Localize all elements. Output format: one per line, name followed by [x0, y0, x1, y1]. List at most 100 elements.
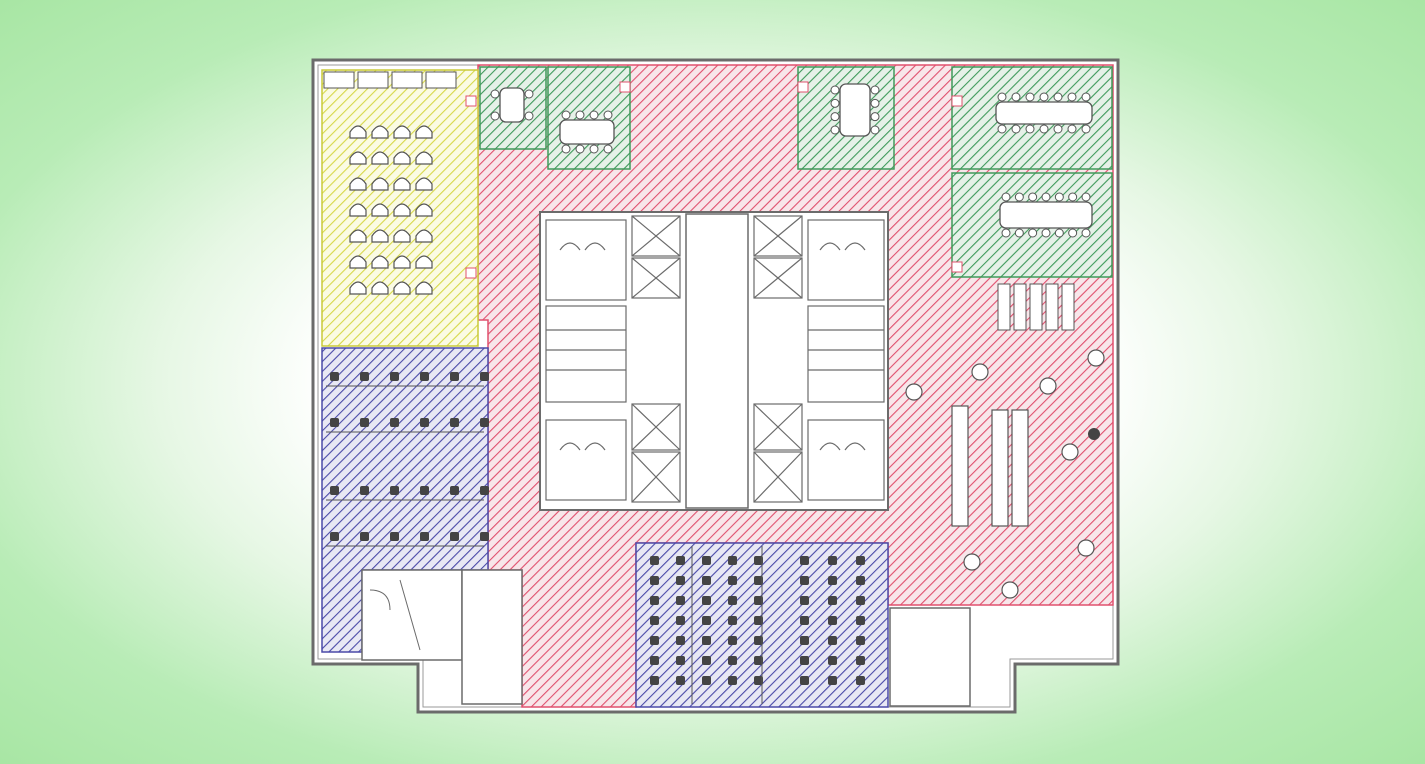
- workstation-chair: [330, 532, 339, 541]
- training-chair: [415, 203, 433, 217]
- meeting-chair: [1039, 124, 1049, 134]
- lounge-bench: [1011, 409, 1029, 527]
- workstation-chair: [650, 596, 659, 605]
- training-chair: [371, 281, 389, 295]
- workstation-chair: [360, 532, 369, 541]
- workstation-chair: [650, 616, 659, 625]
- elevator-bank: [631, 215, 803, 503]
- meeting-chair: [870, 112, 880, 122]
- workstation-chair: [754, 576, 763, 585]
- meeting-chair: [1001, 192, 1011, 202]
- meeting-chair: [1041, 192, 1051, 202]
- workstation-chair: [856, 576, 865, 585]
- training-chair: [415, 151, 433, 165]
- meeting-chair: [1025, 124, 1035, 134]
- workstation-chair: [754, 636, 763, 645]
- meeting-chair: [1039, 92, 1049, 102]
- training-chair: [393, 229, 411, 243]
- training-chair: [349, 203, 367, 217]
- meeting-chair: [1081, 124, 1091, 134]
- workstation-chair: [676, 616, 685, 625]
- meeting-chair: [997, 124, 1007, 134]
- lounge-seat: [1087, 349, 1105, 367]
- workstation-chair: [828, 576, 837, 585]
- meeting-chair: [1068, 192, 1078, 202]
- workstation-chair: [856, 656, 865, 665]
- workstation-chair: [450, 418, 459, 427]
- training-chair: [393, 255, 411, 269]
- column: [465, 267, 477, 279]
- workstation-chair: [330, 372, 339, 381]
- meeting-chair: [1053, 92, 1063, 102]
- workstation-chair: [390, 418, 399, 427]
- workstation-chair: [650, 676, 659, 685]
- cabinet: [357, 71, 389, 89]
- meeting-chair: [1067, 124, 1077, 134]
- meeting-chair: [1081, 192, 1091, 202]
- workstation-chair: [676, 576, 685, 585]
- meeting-chair: [997, 92, 1007, 102]
- workstation-chair: [754, 656, 763, 665]
- column: [951, 261, 963, 273]
- training-chair: [393, 177, 411, 191]
- workstation-chair: [856, 636, 865, 645]
- workstation-chair: [420, 418, 429, 427]
- workstation-chair: [420, 532, 429, 541]
- meeting-chair: [490, 89, 500, 99]
- workstation-chair: [360, 486, 369, 495]
- workstation-chair: [800, 636, 809, 645]
- meeting-table: [995, 101, 1093, 125]
- lounge-seat: [1001, 581, 1019, 599]
- workstation-chair: [856, 596, 865, 605]
- training-chair: [393, 151, 411, 165]
- workstation-chair: [728, 556, 737, 565]
- locker: [1045, 283, 1059, 331]
- training-chair: [415, 125, 433, 139]
- workstation-chair: [754, 556, 763, 565]
- lounge-seat: [971, 363, 989, 381]
- column: [797, 81, 809, 93]
- training-chair: [393, 281, 411, 295]
- workstation-chair: [330, 418, 339, 427]
- workstation-chair: [800, 656, 809, 665]
- training-chair: [349, 177, 367, 191]
- workstation-chair: [480, 418, 489, 427]
- workstation-chair: [330, 486, 339, 495]
- workstation-chair: [728, 676, 737, 685]
- workstation-chair: [754, 676, 763, 685]
- meeting-chair: [1068, 228, 1078, 238]
- meeting-chair: [830, 112, 840, 122]
- meeting-chair: [830, 125, 840, 135]
- cabinet: [391, 71, 423, 89]
- lounge-seat: [1061, 443, 1079, 461]
- training-chair: [415, 177, 433, 191]
- training-chair: [371, 203, 389, 217]
- workstation-chair: [480, 532, 489, 541]
- workstation-chair: [702, 556, 711, 565]
- workstation-chair: [828, 596, 837, 605]
- furniture-layer: [323, 71, 1105, 704]
- locker: [1013, 283, 1027, 331]
- workstation-chair: [390, 532, 399, 541]
- meeting-chair: [870, 125, 880, 135]
- column: [951, 95, 963, 107]
- workstation-chair: [450, 486, 459, 495]
- workstation-chair: [828, 676, 837, 685]
- cabinet: [425, 71, 457, 89]
- workstation-chair: [828, 556, 837, 565]
- workstation-chair: [728, 636, 737, 645]
- workstation-chair: [828, 616, 837, 625]
- meeting-chair: [524, 89, 534, 99]
- workstation-chair: [420, 372, 429, 381]
- training-chair: [371, 255, 389, 269]
- workstation-chair: [420, 486, 429, 495]
- meeting-chair: [870, 85, 880, 95]
- workstation-chair: [650, 556, 659, 565]
- service-rooms: [361, 569, 971, 707]
- workstation-chair: [702, 596, 711, 605]
- training-chair: [349, 151, 367, 165]
- lounge-bench: [991, 409, 1009, 527]
- meeting-chair: [1028, 228, 1038, 238]
